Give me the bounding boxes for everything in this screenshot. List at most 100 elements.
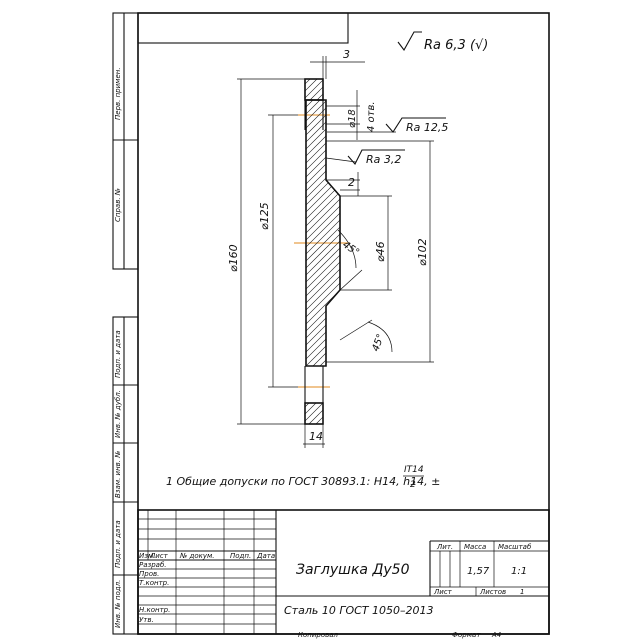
hatch-line xyxy=(300,356,328,384)
hatch-line xyxy=(300,33,345,78)
hatch-line xyxy=(305,403,323,422)
hatch-line xyxy=(309,86,323,100)
tb-material: Сталь 10 ГОСТ 1050–2013 xyxy=(284,604,434,617)
tb-part-name: Заглушка Ду50 xyxy=(296,562,410,578)
hatch-line xyxy=(300,54,328,82)
hatch-line xyxy=(306,200,340,247)
tb-mass-label: Масса xyxy=(464,543,486,551)
hatch-line xyxy=(300,377,328,405)
stamp-inv-dup: Инв. № дубл. xyxy=(114,390,122,438)
hatch-line xyxy=(300,26,345,71)
tb-role-checker: Пров. xyxy=(139,570,159,578)
stamp-ref-no: Справ. № xyxy=(114,188,122,222)
roughness-face-label: Ra 12,5 xyxy=(406,121,448,134)
tb-role-approved: Утв. xyxy=(139,616,154,624)
hatch-line xyxy=(300,12,345,57)
hatch-line xyxy=(306,249,340,296)
roughness-bore-label: Ra 3,2 xyxy=(366,153,401,166)
hatch-line xyxy=(306,100,340,114)
hatch-line xyxy=(300,19,345,64)
hatch-line xyxy=(306,242,340,289)
roughness-general-label: Ra 6,3 (√) xyxy=(424,38,488,53)
stamp-sign-date-1: Подп. и дата xyxy=(114,330,122,378)
hatch-line xyxy=(300,33,328,61)
hatch-line xyxy=(306,235,340,282)
dim-thickness-top: 3 xyxy=(343,48,350,61)
stamp-sign-date-2: Подп. и дата xyxy=(114,520,122,568)
hatch-line xyxy=(300,47,328,75)
dim-dia-160: ⌀160 xyxy=(227,244,240,272)
hatch-line xyxy=(305,79,318,92)
hatch-line xyxy=(306,263,340,310)
hatch-line xyxy=(306,100,340,121)
hatch-line xyxy=(306,228,340,275)
dim-dia-125: ⌀125 xyxy=(258,202,271,230)
footer: Копировал Формат А4 xyxy=(298,631,501,639)
tb-sheets-label: Листов xyxy=(479,588,506,596)
dimension-angle-top: 45° xyxy=(337,229,363,291)
tb-lit-label: Лит. xyxy=(436,543,453,551)
section-hatching-top xyxy=(300,26,328,100)
dimension-thickness-bottom: 14 xyxy=(303,424,325,448)
dim-hole-count: 4 отв. xyxy=(366,101,377,132)
hatch-line xyxy=(306,270,340,317)
stamp-replace-inv: Взам. инв. № xyxy=(114,450,122,498)
dimension-dia-46: ⌀46 xyxy=(340,195,392,291)
dim-dia-46: ⌀46 xyxy=(374,241,387,262)
hatch-line xyxy=(306,193,340,240)
dimension-dia-125: ⌀125 xyxy=(258,114,298,388)
hatch-line xyxy=(308,409,323,424)
tolerance-note: 1 Общие допуски по ГОСТ 30893.1: H14, h1… xyxy=(166,465,440,490)
tb-mass: 1,57 xyxy=(467,566,490,577)
tb-header-change: Изм. xyxy=(139,552,155,560)
dimension-chamfer: 2 xyxy=(326,172,360,196)
hatch-line xyxy=(305,403,317,415)
dim-angle-bottom: 45° xyxy=(370,333,386,353)
tb-sheet-label: Лист xyxy=(433,588,453,596)
hatch-line xyxy=(300,26,328,54)
dim-thickness-bottom: 14 xyxy=(309,430,323,443)
hatch-line xyxy=(305,79,323,99)
hatch-line xyxy=(300,370,328,398)
dimension-angle-bottom: 45° xyxy=(339,319,393,353)
tb-role-ncontrol: Н.контр. xyxy=(139,606,170,614)
dimension-thickness-top: 3 xyxy=(310,48,365,79)
dim-angle-top: 45° xyxy=(340,239,361,258)
roughness-face: Ra 12,5 xyxy=(327,117,448,134)
hatch-line xyxy=(306,221,340,268)
dimension-dia-160: ⌀160 xyxy=(227,78,305,425)
tb-header-sheet: Лист xyxy=(149,552,169,560)
hatch-line xyxy=(306,256,340,303)
tb-header-doc: № докум. xyxy=(179,552,215,560)
title-block xyxy=(137,509,550,635)
hatch-line xyxy=(306,277,340,324)
side-stamps: Перв. примен. Справ. № Подп. и дата Инв.… xyxy=(114,67,122,628)
title-block-text: Изм. Лист № докум. Подп. Дата Разраб. Пр… xyxy=(139,543,532,624)
tb-header-date: Дата xyxy=(256,552,275,560)
hatch-line xyxy=(306,186,340,233)
dim-dia-102: ⌀102 xyxy=(416,238,429,266)
tb-header-sign: Подп. xyxy=(230,552,251,560)
note-text: 1 Общие допуски по ГОСТ 30893.1: H14, h1… xyxy=(166,475,440,488)
dimension-dia-102: ⌀102 xyxy=(326,140,434,363)
dimension-hole: ⌀18 4 отв. xyxy=(326,90,377,140)
tb-sheets: 1 xyxy=(520,588,524,596)
stamp-first-use: Перв. примен. xyxy=(114,67,122,120)
hatch-line xyxy=(300,349,328,377)
hatch-line xyxy=(306,207,340,254)
footer-format: А4 xyxy=(491,631,501,639)
tb-role-developer: Разраб. xyxy=(139,561,167,569)
dim-chamfer: 2 xyxy=(348,176,355,189)
note-fraction-num: IT14 xyxy=(404,465,424,475)
section-hatching-bottom xyxy=(300,349,328,424)
hatch-line xyxy=(300,40,328,68)
stamp-inv-orig: Инв. № подл. xyxy=(114,580,122,628)
general-roughness: Ra 6,3 (√) xyxy=(397,31,488,53)
tb-scale-label: Масштаб xyxy=(498,543,532,551)
note-fraction-den: 2 xyxy=(410,480,416,490)
footer-copied: Копировал xyxy=(298,631,339,639)
tb-scale: 1:1 xyxy=(511,566,527,577)
hatch-line xyxy=(306,214,340,261)
roughness-bore: Ra 3,2 xyxy=(325,149,405,166)
